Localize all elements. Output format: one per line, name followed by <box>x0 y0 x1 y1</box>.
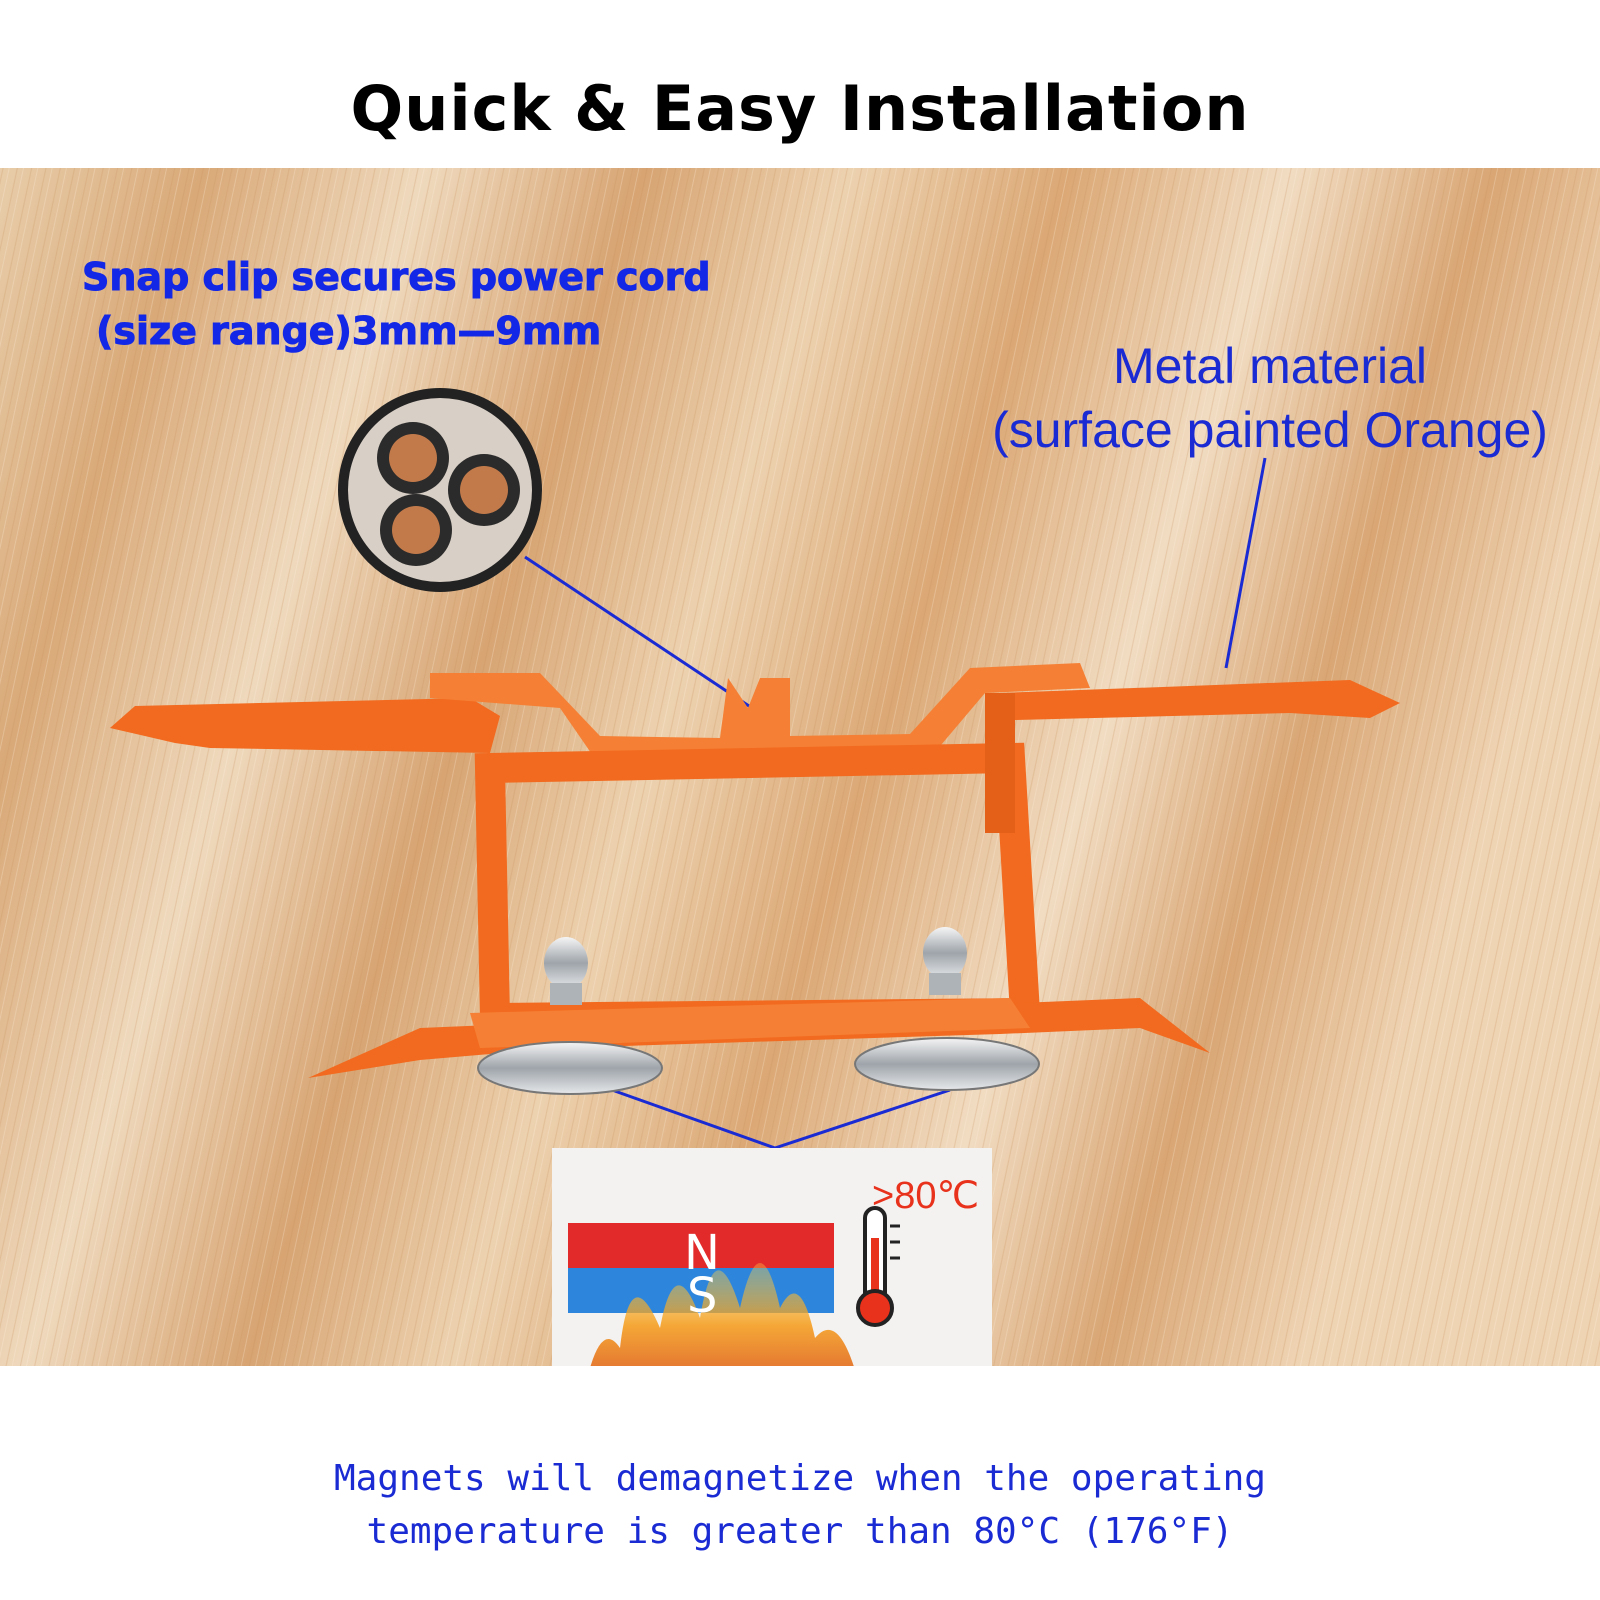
warning-line2: temperature is greater than 80°C (176°F) <box>366 1511 1234 1552</box>
metal-callout-line <box>1224 457 1267 669</box>
warning-line1: Magnets will demagnetize when the operat… <box>334 1458 1266 1499</box>
metal-callout-text: Metal material (surface painted Orange) <box>970 334 1570 462</box>
demagnetize-warning-text: Magnets will demagnetize when the operat… <box>0 1452 1600 1558</box>
cord-callout-line2: (size range)3mm—9mm <box>96 309 602 354</box>
magnet-callout-line-right <box>774 1088 951 1150</box>
magnet-callout-line-left <box>611 1088 776 1150</box>
cable-cross-section <box>338 388 542 592</box>
south-pole-label: S <box>687 1268 718 1324</box>
product-photo <box>0 168 1600 1366</box>
page-title: Quick & Easy Installation <box>350 72 1250 145</box>
metal-callout-line2: (surface painted Orange) <box>992 402 1548 458</box>
demagnetize-warning-graphic <box>552 1148 992 1366</box>
north-pole-label: N <box>684 1225 720 1281</box>
cord-callout-line <box>524 555 753 710</box>
fire-icon <box>590 1263 854 1366</box>
metal-callout-line1: Metal material <box>1113 338 1427 394</box>
orange-bracket <box>110 663 1400 1095</box>
thermometer-icon <box>856 1206 900 1327</box>
cord-callout-line1: Snap clip secures power cord <box>82 255 712 300</box>
cord-callout-text: Snap clip secures power cord (size range… <box>82 250 712 358</box>
magnet-north-bar <box>568 1223 834 1268</box>
temperature-threshold-label: >80℃ <box>872 1175 980 1217</box>
